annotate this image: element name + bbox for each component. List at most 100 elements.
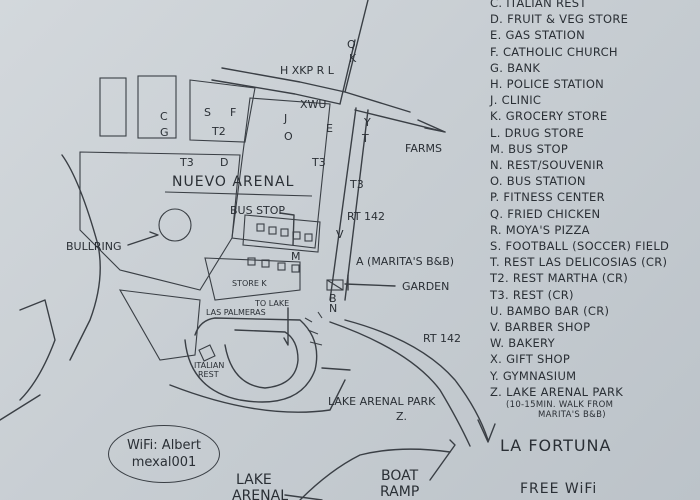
label-marita: A (MARITA'S B&B): [356, 255, 454, 268]
store-marker-3: [277, 262, 286, 271]
label-free-wifi: FREE WiFi: [520, 481, 598, 497]
label-b: B: [329, 292, 337, 305]
legend-item: T. REST LAS DELICOSIAS (CR): [490, 255, 668, 270]
legend-item: O. BUS STATION: [490, 174, 586, 189]
label-town: NUEVO ARENAL: [172, 174, 294, 190]
boat-ramp-2: RAMP: [380, 484, 420, 500]
farms-arrow: [417, 119, 446, 133]
legend-item: S. FOOTBALL (SOCCER) FIELD: [490, 239, 670, 254]
label-rt142-top: RT 142: [347, 210, 385, 223]
label-d: D: [220, 156, 228, 169]
label-xwu: XWU: [300, 98, 326, 111]
park-road: [169, 379, 346, 413]
lake-loop-inner: [224, 329, 299, 389]
label-lake-park: LAKE ARENAL PARK: [328, 395, 436, 408]
marita-cross-a: [326, 279, 344, 291]
store-marker-1: [247, 257, 256, 266]
road-left-b: [19, 299, 56, 401]
legend-z-note-2: MARITA'S B&B): [538, 410, 606, 421]
rt142-curve-b: [329, 321, 471, 447]
tolake-arrow: [283, 307, 289, 346]
label-la-fortuna: LA FORTUNA: [500, 436, 612, 455]
legend-item: J. CLINIC: [490, 93, 542, 108]
label-q: Q: [347, 38, 356, 51]
legend-item: T3. REST (CR): [490, 287, 574, 302]
lake-arenal-2: ARENAL: [232, 488, 288, 500]
legend-item: N. REST/SOUVENIR: [490, 158, 605, 173]
legend-item: P. FITNESS CENTER: [490, 190, 605, 205]
park-arrow: [321, 367, 351, 371]
label-v: V: [336, 228, 344, 241]
rt142-curve-a: [344, 319, 489, 441]
block-center: [231, 97, 331, 249]
label-y: Y: [363, 116, 371, 129]
road-north: [344, 0, 369, 93]
lake-loop-outer: [184, 317, 318, 403]
label-hkpr: H XKP R L: [280, 64, 335, 77]
road-top-b: [211, 79, 341, 105]
road-left-c: [0, 394, 41, 421]
bus-marker-1: [256, 223, 265, 232]
shore-line: [299, 448, 451, 500]
legend-item: M. BUS STOP: [490, 141, 569, 156]
garden-arrow: [344, 283, 396, 287]
fortuna-arrow: [477, 419, 496, 443]
bus-marker-3: [280, 228, 289, 237]
block-sf: [189, 79, 256, 143]
store-marker-4: [291, 264, 300, 273]
label-garden: GARDEN: [402, 280, 449, 293]
label-store-k: STORE K: [232, 279, 267, 288]
store-marker-2: [261, 259, 270, 268]
road-top-a: [221, 67, 411, 113]
legend-item: Y. GYMNASIUM: [490, 368, 577, 383]
legend-item: W. BAKERY: [490, 336, 555, 351]
label-f: F: [230, 106, 236, 119]
label-italian-1: ITALIAN: [194, 361, 224, 370]
legend-item: L. DRUG STORE: [490, 125, 585, 140]
bus-marker-2: [268, 226, 277, 235]
label-t2: T2: [211, 125, 226, 138]
italian-rest-marker: [198, 344, 216, 362]
rt142-west: [329, 107, 357, 301]
legend-item: E. GAS STATION: [490, 28, 585, 43]
label-o: O: [284, 130, 293, 143]
legend-item: V. BARBER SHOP: [490, 320, 591, 335]
lake-arenal-1: LAKE: [236, 472, 272, 488]
legend-item: H. POLICE STATION: [490, 77, 605, 92]
legend-item: F. CATHOLIC CHURCH: [490, 44, 618, 59]
marita-marker: [326, 279, 344, 291]
label-bullring: BULLRING: [66, 240, 122, 253]
label-g: G: [160, 126, 169, 139]
legend-item: U. BAMBO BAR (CR): [490, 303, 610, 318]
wifi-info: WiFi: Albert mexal001: [108, 425, 220, 483]
legend-item: T2. REST MARTHA (CR): [490, 271, 629, 286]
label-t: T: [361, 132, 369, 145]
label-t3-east: T3: [349, 178, 364, 191]
label-n: N: [329, 302, 337, 315]
wifi-line-2: mexal001: [131, 455, 197, 470]
label-c: C: [160, 110, 168, 123]
label-s: S: [204, 106, 211, 119]
label-farms: FARMS: [405, 142, 442, 155]
label-t3-center: T3: [311, 156, 326, 169]
lake-arrow: [284, 494, 323, 500]
label-t3-west: T3: [179, 156, 194, 169]
busstop-arrow: [279, 212, 295, 246]
block-cg: [137, 75, 177, 139]
rt142-east: [344, 109, 369, 301]
block-lower-left: [118, 289, 201, 361]
boat-ramp-road: [429, 439, 456, 481]
legend-z-note-1: (10-15MIN. WALK FROM: [506, 400, 614, 411]
legend-item: Q. FRIED CHICKEN: [490, 206, 601, 221]
legend-item: G. BANK: [490, 60, 541, 75]
label-m: M: [291, 250, 301, 263]
legend-item: D. FRUIT & VEG STORE: [490, 12, 629, 27]
dashes: [304, 311, 323, 346]
road-north-b: [339, 39, 356, 105]
legend-item: C. ITALIAN REST: [490, 0, 587, 10]
legend-item: X. GIFT SHOP: [490, 352, 571, 367]
